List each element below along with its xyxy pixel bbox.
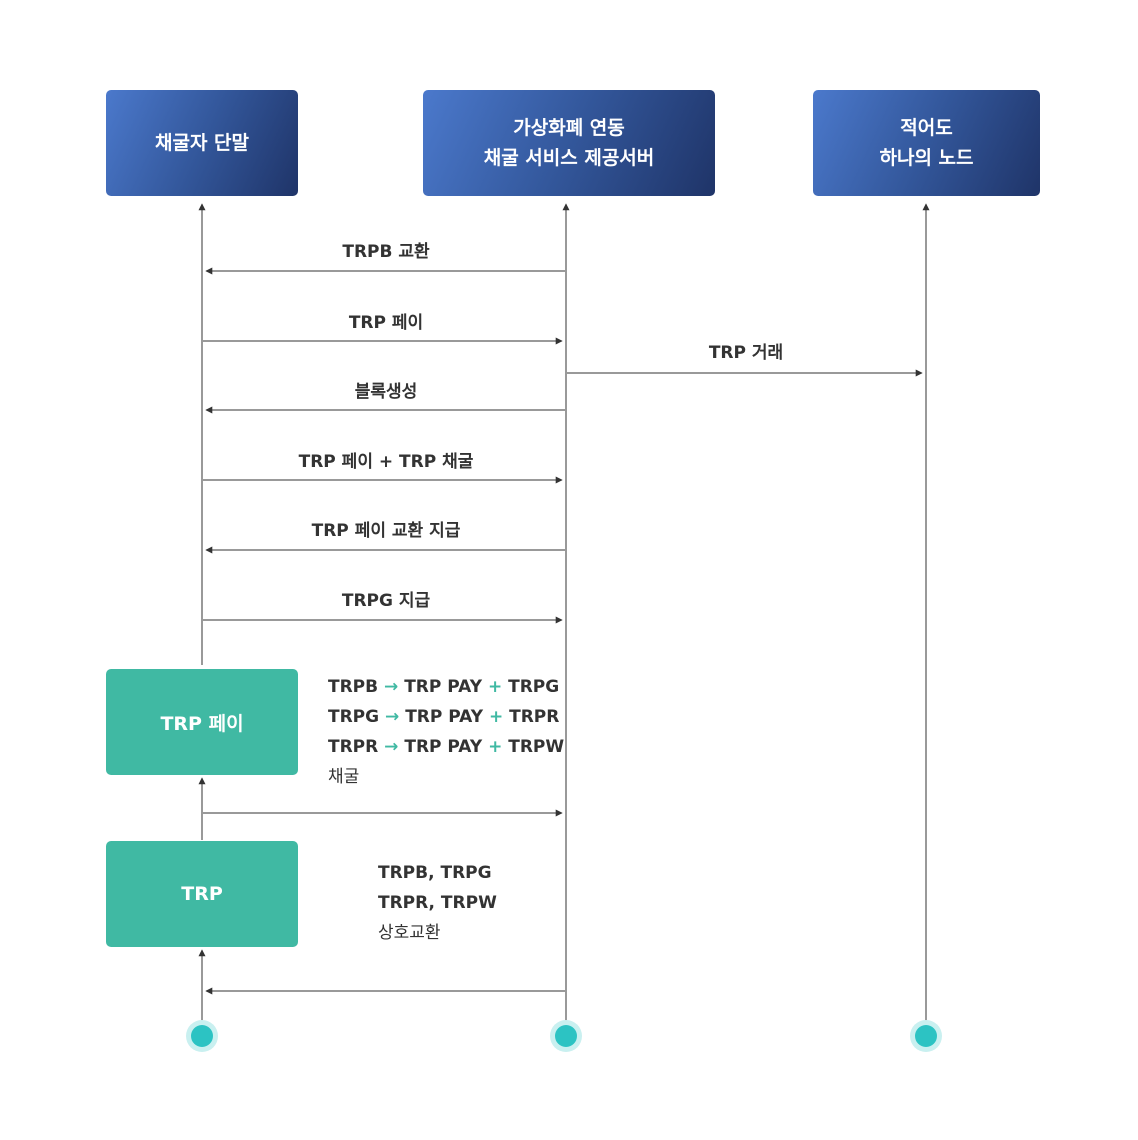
- note-pay-row-1-from: TRPB: [328, 677, 379, 697]
- note-pay-row-2-from: TRPG: [328, 707, 380, 727]
- message-label-trp-trade: TRP 거래: [708, 343, 784, 363]
- note-pay-tail: 채굴: [328, 767, 360, 787]
- actor-node-line-1: 적어도: [900, 117, 953, 139]
- note-pay-row-1-arrow-icon: →: [384, 677, 399, 697]
- note-pay-row-1-plus-icon: +: [487, 677, 503, 697]
- note-pay-conversion: TRPB → TRP PAY + TRPG TRPG → TRP PAY + T…: [328, 672, 564, 792]
- note-pay-row-3-arrow-icon: →: [384, 737, 399, 757]
- note-pay-row-2-plus-icon: +: [488, 707, 504, 727]
- note-trp-tail: 상호교환: [378, 923, 441, 943]
- note-pay-row-2-arrow-icon: →: [385, 707, 400, 727]
- note-pay-row-3: TRPR → TRP PAY + TRPW: [328, 732, 564, 762]
- message-label-block-creation: 블록생성: [354, 382, 418, 402]
- actor-miner-terminal: 채굴자 단말: [106, 90, 298, 196]
- note-pay-row-2: TRPG → TRP PAY + TRPR: [328, 702, 564, 732]
- note-trp-line-2: TRPR, TRPW: [378, 893, 497, 913]
- endpoint-miner-dot: [191, 1025, 213, 1047]
- box-trp-pay-label: TRP 페이: [160, 712, 244, 735]
- note-pay-row-1: TRPB → TRP PAY + TRPG: [328, 672, 564, 702]
- box-trp: TRP: [106, 841, 298, 947]
- message-label-pay-plus-mining: TRP 페이 + TRP 채굴: [298, 452, 474, 472]
- note-pay-row-2-to: TRPR: [509, 707, 560, 727]
- actor-mining-server: 가상화폐 연동 채굴 서비스 제공서버: [423, 90, 715, 196]
- note-pay-row-1-to: TRPG: [508, 677, 560, 697]
- message-label-trp-pay: TRP 페이: [348, 313, 424, 333]
- note-trp-line-1: TRPB, TRPG: [378, 863, 492, 883]
- endpoint-miner: [186, 1020, 218, 1052]
- message-label-trpg-payout: TRPG 지급: [341, 591, 431, 611]
- note-pay-row-3-to: TRPW: [508, 737, 565, 757]
- actor-node-line-2: 하나의 노드: [879, 147, 974, 169]
- note-pay-row-3-plus-icon: +: [488, 737, 503, 757]
- box-trp-pay: TRP 페이: [106, 669, 298, 775]
- actor-server-line-2: 채굴 서비스 제공서버: [483, 147, 655, 169]
- endpoint-node: [910, 1020, 942, 1052]
- note-trp-exchange: TRPB, TRPG TRPR, TRPW 상호교환: [378, 858, 497, 948]
- actor-server-line-1: 가상화폐 연동: [513, 117, 625, 139]
- actor-node: 적어도 하나의 노드: [813, 90, 1040, 196]
- note-pay-row-2-pay: TRP PAY: [405, 707, 484, 727]
- note-pay-row-1-pay: TRP PAY: [404, 677, 483, 697]
- note-pay-row-3-pay: TRP PAY: [404, 737, 483, 757]
- actor-miner-line-1: 채굴자 단말: [154, 132, 249, 154]
- endpoint-server-dot: [555, 1025, 577, 1047]
- message-label-trpb-exchange: TRPB 교환: [342, 242, 430, 262]
- box-trp-label: TRP: [181, 883, 223, 905]
- message-label-pay-exchange-payout: TRP 페이 교환 지급: [311, 521, 461, 541]
- note-pay-row-3-from: TRPR: [328, 737, 379, 757]
- endpoint-node-dot: [915, 1025, 937, 1047]
- endpoint-server: [550, 1020, 582, 1052]
